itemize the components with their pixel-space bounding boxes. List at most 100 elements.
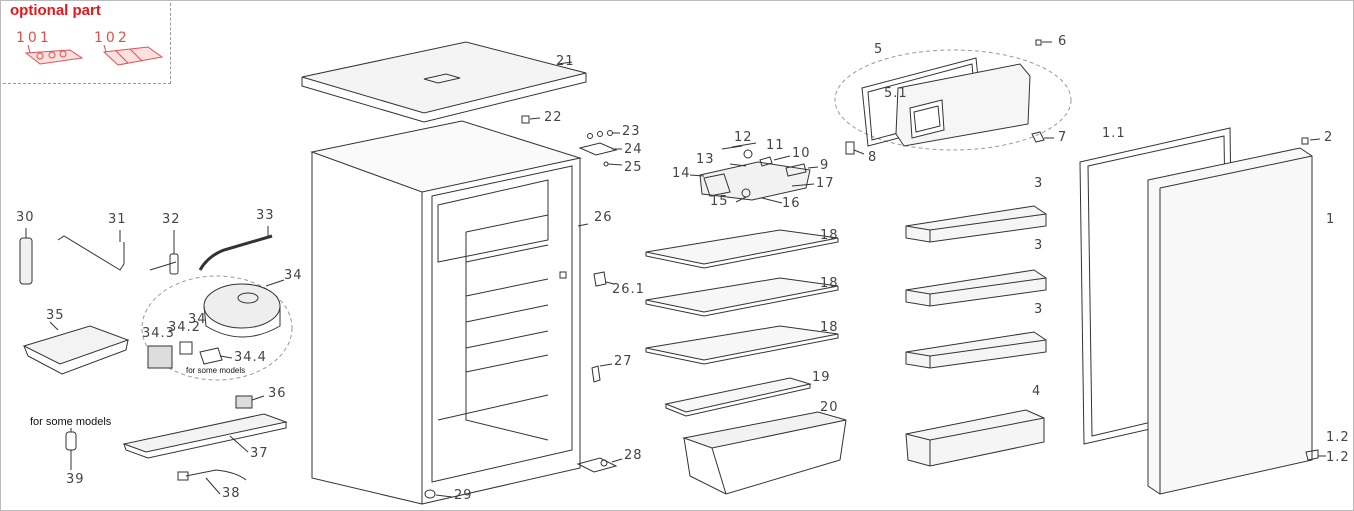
- label-8: 8: [868, 150, 878, 165]
- part-22-clip: [521, 115, 541, 124]
- label-24: 24: [624, 142, 643, 157]
- label-25: 25: [624, 160, 643, 175]
- label-23: 23: [622, 124, 641, 139]
- label-26: 26: [594, 210, 613, 225]
- label-18a: 18: [820, 228, 839, 243]
- part-26-1-clip: [593, 271, 615, 287]
- label-34-3: 34.3: [142, 326, 175, 341]
- label-3a: 3: [1034, 176, 1044, 191]
- label-3b: 3: [1034, 238, 1044, 253]
- label-1: 1: [1326, 212, 1336, 227]
- optional-part-box: [3, 3, 171, 84]
- part-3-door-shelf-2: [905, 269, 1047, 307]
- part-21-top-cover: [301, 41, 587, 123]
- label-36: 36: [268, 386, 287, 401]
- part-19-crisper-cover: [664, 377, 812, 417]
- part-1-door: [1147, 147, 1313, 495]
- label-5: 5: [874, 42, 884, 57]
- optional-part-title: optional part: [10, 2, 101, 19]
- label-29: 29: [454, 488, 473, 503]
- label-16: 16: [782, 196, 801, 211]
- label-1-1: 1.1: [1102, 126, 1126, 141]
- part-1-2-hinge-pin: [1305, 449, 1326, 461]
- label-39: 39: [66, 472, 85, 487]
- label-18c: 18: [820, 320, 839, 335]
- part-3-door-shelf-3: [905, 331, 1047, 369]
- part-34-2-relay: [179, 341, 193, 355]
- label-4: 4: [1032, 384, 1042, 399]
- label-35: 35: [46, 308, 65, 323]
- part-8-clip: [845, 141, 865, 155]
- label-2: 2: [1324, 130, 1334, 145]
- part-20-crisper-drawer: [682, 411, 847, 495]
- part-34-3-relay: [147, 345, 173, 369]
- part-3-door-shelf-1: [905, 205, 1047, 243]
- label-101: 101: [16, 30, 52, 46]
- part-26-cabinet: [310, 120, 589, 505]
- part-18-shelf-1: [645, 229, 839, 269]
- part-37-base-plate: [122, 413, 288, 459]
- label-34b: 34: [188, 312, 207, 327]
- label-6: 6: [1058, 34, 1068, 49]
- label-13: 13: [696, 152, 715, 167]
- part-31-condenser-pipe: [57, 230, 125, 271]
- label-27: 27: [614, 354, 633, 369]
- label-38: 38: [222, 486, 241, 501]
- label-34: 34: [284, 268, 303, 283]
- label-20: 20: [820, 400, 839, 415]
- label-31: 31: [108, 212, 127, 227]
- label-30: 30: [16, 210, 35, 225]
- label-34-2: 34.2: [168, 320, 201, 335]
- part-102-ice-tray: [102, 44, 164, 66]
- part-23-screws: [587, 130, 620, 139]
- part-18-shelf-2: [645, 277, 839, 317]
- note-some-models-left: for some models: [30, 416, 112, 428]
- part-33-suction-pipe: [198, 226, 273, 271]
- label-21: 21: [556, 54, 575, 69]
- note-some-models-compressor: for some models: [186, 366, 246, 375]
- label-7: 7: [1058, 130, 1068, 145]
- part-28-hinge-bottom: [576, 457, 623, 473]
- part-24-hinge: [578, 142, 622, 156]
- part-25-screw: [603, 161, 623, 167]
- label-18b: 18: [820, 276, 839, 291]
- part-29-foot: [424, 489, 453, 499]
- label-19: 19: [812, 370, 831, 385]
- freezer-door-group-outline: [834, 49, 1072, 151]
- label-1-2a: 1.2: [1326, 430, 1350, 445]
- part-34-compressor: [203, 279, 285, 338]
- part-27-foot: [591, 363, 613, 383]
- label-1-2b: 1.2: [1326, 450, 1350, 465]
- label-11: 11: [766, 138, 785, 153]
- part-36-rubber: [235, 395, 265, 409]
- part-39-capacitor: [65, 428, 77, 470]
- label-28: 28: [624, 448, 643, 463]
- label-14: 14: [672, 166, 691, 181]
- label-26-1: 26.1: [612, 282, 645, 297]
- part-4-bottle-shelf: [905, 409, 1045, 467]
- label-9: 9: [820, 158, 830, 173]
- label-15: 15: [710, 194, 729, 209]
- part-38-power-cord: [177, 469, 247, 495]
- part-lamp-assembly: [689, 142, 819, 204]
- compressor-group-outline: [141, 275, 293, 381]
- part-6-screw: [1035, 39, 1052, 46]
- label-17: 17: [816, 176, 835, 191]
- label-10: 10: [792, 146, 811, 161]
- label-34-4: 34.4: [234, 350, 267, 365]
- part-34-4-overload: [199, 347, 233, 365]
- label-12: 12: [734, 130, 753, 145]
- label-33: 33: [256, 208, 275, 223]
- label-32: 32: [162, 212, 181, 227]
- label-5-1: 5.1: [884, 86, 908, 101]
- part-30-filter: [19, 228, 33, 285]
- part-35-compressor-tray: [22, 321, 130, 375]
- label-22: 22: [544, 110, 563, 125]
- label-3c: 3: [1034, 302, 1044, 317]
- label-102: 102: [94, 30, 130, 46]
- part-32-capillary: [149, 230, 179, 275]
- label-37: 37: [250, 446, 269, 461]
- part-5-freezer-door: [895, 63, 1031, 147]
